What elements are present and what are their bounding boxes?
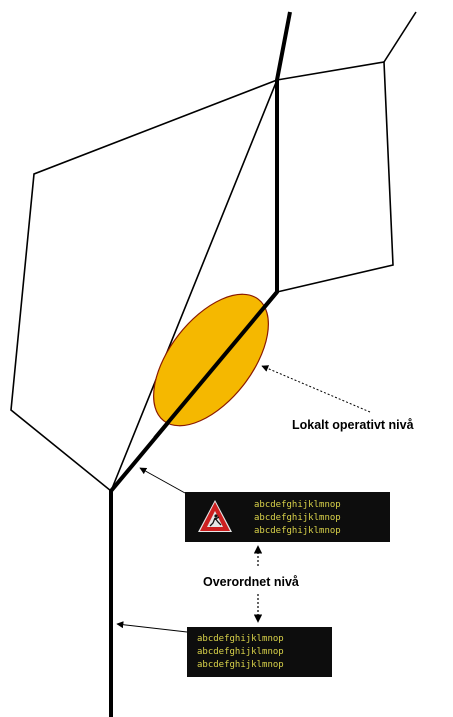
vms-lower-line-3: abcdefghijklmnop [197,660,284,670]
road-network-right-region [276,61,394,293]
superior-level-label: Overordnet nivå [203,575,299,589]
road-network-top-branch [383,11,417,63]
local-level-label: Lokalt operativt nivå [292,418,414,432]
vms-sign-lower: abcdefghijklmnop abcdefghijklmnop abcdef… [187,627,332,677]
local-operative-area [153,293,269,427]
vms-upper-line-3: abcdefghijklmnop [254,526,341,536]
upper-sign-arrow [139,467,186,494]
roadwork-warning-icon [198,500,232,532]
vms-sign-lower-panel [187,627,332,677]
vms-upper-line-1: abcdefghijklmnop [254,500,341,510]
vms-lower-line-1: abcdefghijklmnop [197,634,284,644]
vms-sign-upper: abcdefghijklmnop abcdefghijklmnop abcdef… [185,492,390,542]
main-road-over-ellipse [153,290,279,440]
road-network-left-region [10,78,279,493]
local-level-pointer-arrow [261,365,371,413]
vms-upper-line-2: abcdefghijklmnop [254,513,341,523]
vms-lower-line-2: abcdefghijklmnop [197,647,284,657]
lower-sign-arrow [116,621,188,633]
